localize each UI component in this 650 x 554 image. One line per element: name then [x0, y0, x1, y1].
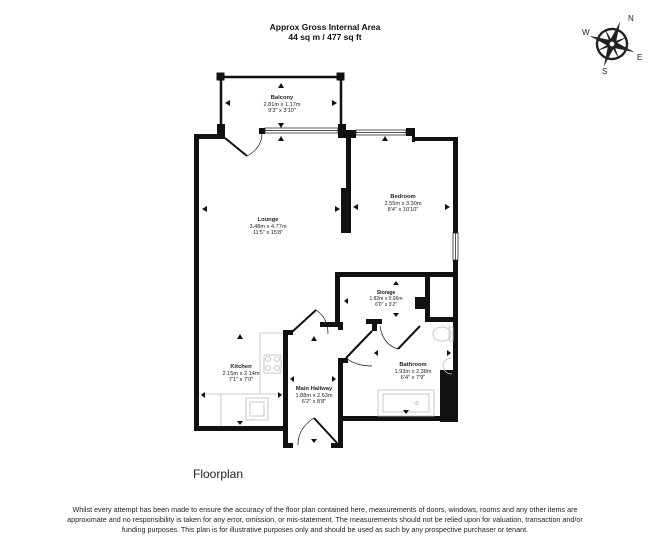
- area-value: 44 sq m / 477 sq ft: [288, 32, 362, 42]
- balcony-door: [224, 132, 263, 157]
- room-label-kitchen: Kitchen 2.15m x 2.14m 7'1" x 7'0": [222, 364, 260, 384]
- compass-rose-icon: N E S W: [582, 14, 642, 76]
- area-header: Approx Gross Internal Area 44 sq m / 477…: [200, 22, 450, 42]
- disclaimer-text: Whilst every attempt has been made to en…: [67, 505, 583, 534]
- bedroom-east-window: [452, 232, 459, 261]
- balcony-window: [264, 127, 339, 134]
- room-label-lounge: Lounge 3.48m x 4.77m 11'5" x 15'8": [249, 217, 287, 237]
- bedroom-window: [355, 129, 407, 136]
- compass-east-label: E: [637, 53, 642, 62]
- room-label-bedroom: Bedroom 2.55m x 3.30m 8'4" x 10'10": [384, 194, 422, 214]
- compass-west-label: W: [582, 28, 590, 37]
- room-label-main-hallway: Main Hallway 1.88m x 2.63m 6'2" x 8'8": [295, 386, 333, 406]
- floor-caption: Floorplan: [193, 467, 244, 481]
- balcony-railing: [216, 72, 345, 128]
- kitchen-fixtures: [199, 332, 283, 426]
- interior-walls: [283, 134, 458, 430]
- room-label-bathroom: Bathroom 1.93m x 2.38m 6'4" x 7'9": [394, 362, 432, 382]
- room-label-storage: Storage 1.82m x 0.96m 6'0" x 3'2": [369, 290, 403, 308]
- area-title: Approx Gross Internal Area: [269, 22, 381, 32]
- compass-north-label: N: [628, 14, 634, 23]
- compass-south-label: S: [602, 67, 607, 76]
- floorplan-drawing: [194, 72, 459, 448]
- dimension-markers: [201, 83, 451, 443]
- door-swings: [291, 309, 421, 446]
- room-label-balcony: Balcony 2.81m x 1.17m 9'3" x 3'10": [263, 95, 301, 115]
